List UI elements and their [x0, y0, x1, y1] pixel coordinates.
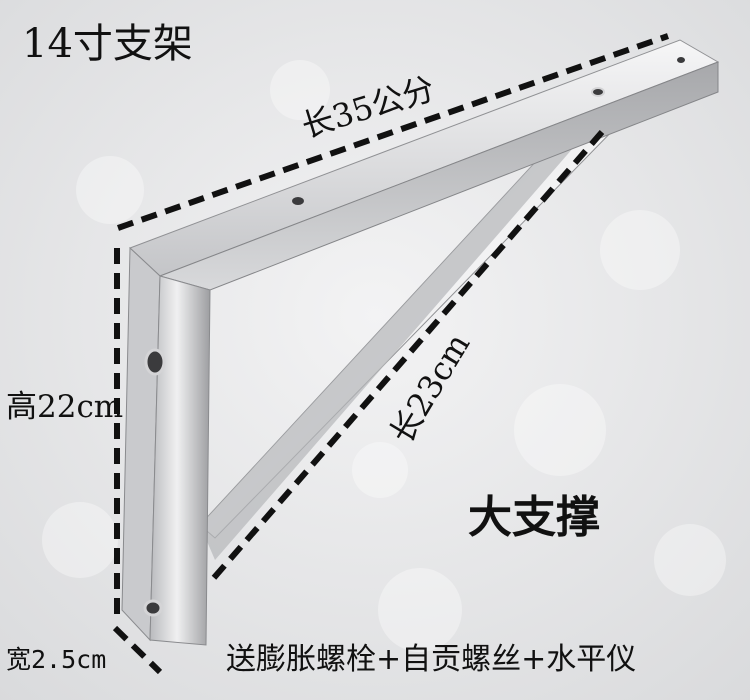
dimension-lines	[112, 33, 669, 675]
width-dashes	[112, 625, 163, 675]
floral-pattern	[42, 60, 726, 652]
accessories-label: 送膨胀螺栓+自贡螺丝+水平仪	[226, 642, 637, 677]
big-brace-label: 大支撑	[468, 492, 600, 543]
width-label: 宽2.5cm	[6, 645, 107, 674]
title-label: 14寸支架	[22, 21, 193, 67]
height-label: 高22cm	[6, 389, 124, 425]
screw-holes	[143, 57, 685, 617]
vertical-post-front	[149, 275, 211, 646]
diagonal-brace-edge	[200, 130, 580, 560]
top-length-dashes	[117, 33, 669, 231]
